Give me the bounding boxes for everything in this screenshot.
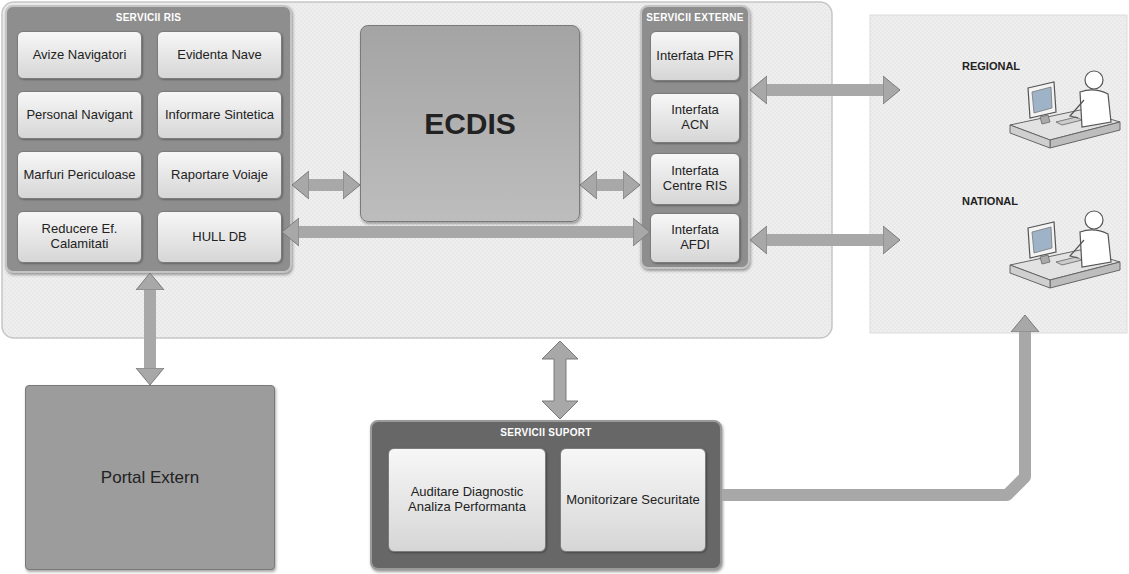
heading-label: REGIONAL — [900, 30, 1020, 72]
box-label: Avize Navigatori — [28, 46, 132, 65]
box-label: Marfuri Periculoase — [19, 166, 141, 185]
double-arrow — [299, 226, 633, 238]
system-panel — [2, 2, 832, 338]
heading-label: NATIONAL — [900, 165, 1018, 207]
box-label: Informare Sintetica — [160, 106, 279, 125]
service-box: HULL DB — [157, 211, 282, 263]
service-box: Raportare Voiaje — [157, 151, 282, 199]
heading-label: SERVICII SUPORT — [372, 422, 720, 438]
box-label: Personal Navigant — [21, 106, 137, 125]
heading-label: Portal Extern — [101, 468, 199, 488]
regional-user-icon — [1010, 71, 1120, 148]
service-group: SERVICII RIS Avize Navigatori Evidenta Nav… — [5, 5, 292, 273]
user-station: REGIONAL — [900, 30, 1125, 150]
portal-box: Portal Extern — [25, 385, 275, 570]
panel-support-arrow — [542, 341, 578, 419]
double-arrow — [767, 84, 883, 96]
double-arrow — [767, 234, 883, 246]
heading-label: SERVICII EXTERNE — [642, 7, 748, 23]
service-group: SERVICII SUPORT Auditare Diagnostic Anali… — [370, 420, 722, 570]
ecdis-box: ECDIS — [360, 25, 580, 222]
service-box: Evidenta Nave — [157, 31, 282, 79]
box-label: Raportare Voiaje — [166, 166, 273, 185]
double-arrow — [309, 179, 343, 191]
service-group: SERVICII EXTERNE Interfata PFR Interfata A… — [640, 5, 750, 269]
heading-label: SERVICII RIS — [7, 7, 290, 23]
service-box: Avize Navigatori — [17, 31, 142, 79]
double-arrow — [597, 179, 623, 191]
user-station: NATIONAL — [900, 165, 1125, 315]
box-label: Monitorizare Securitate — [561, 491, 705, 510]
box-label: Interfata PFR — [651, 47, 738, 66]
box-label: HULL DB — [187, 228, 251, 247]
arrow — [722, 332, 1025, 495]
service-box: Personal Navigant — [17, 91, 142, 139]
users-panel — [870, 15, 1127, 333]
service-box: Marfuri Periculoase — [17, 151, 142, 199]
interface-box: Interfata PFR — [650, 31, 740, 81]
box-label: Interfata Centre RIS — [651, 162, 739, 196]
box-label: Evidenta Nave — [172, 46, 267, 65]
double-arrow — [144, 290, 156, 368]
box-label: Auditare Diagnostic Analiza Performanta — [389, 483, 545, 517]
service-box: Informare Sintetica — [157, 91, 282, 139]
box-label: Reducere Ef. Calamitati — [18, 220, 141, 254]
heading-label: ECDIS — [424, 107, 516, 141]
box-label: Interfata AFDI — [651, 221, 739, 255]
interface-box: Interfata AFDI — [650, 213, 740, 263]
support-box: Monitorizare Securitate — [560, 448, 706, 552]
interface-box: Interfata Centre RIS — [650, 153, 740, 205]
support-box: Auditare Diagnostic Analiza Performanta — [388, 448, 546, 552]
box-label: Interfata ACN — [651, 101, 739, 135]
national-user-icon — [1010, 211, 1120, 288]
service-box: Reducere Ef. Calamitati — [17, 211, 142, 263]
interface-box: Interfata ACN — [650, 93, 740, 143]
